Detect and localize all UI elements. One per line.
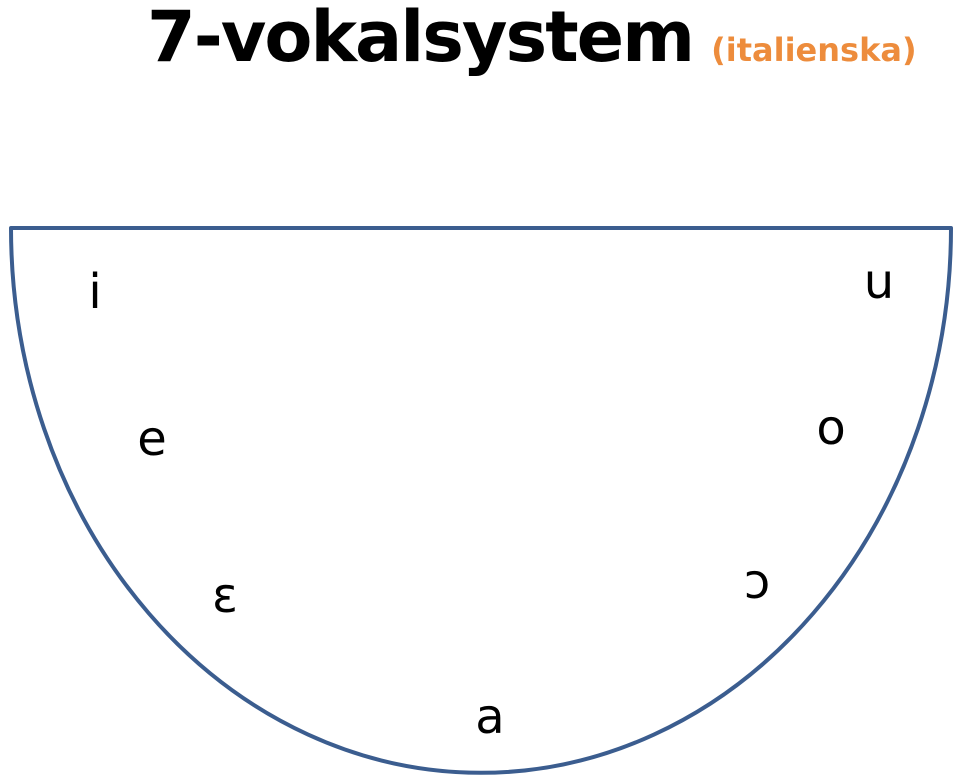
page-title: 7-vokalsystem [147,0,695,78]
vowel-u: u [864,254,894,310]
vowel-i: i [88,264,101,320]
vowel-a: a [475,689,504,745]
vowel-o: o [816,400,845,456]
page-subtitle: (italienska) [711,31,917,69]
vowel-open-o: ɔ [744,554,770,610]
title-row: 7-vokalsystem (italienska) [147,0,917,78]
vowel-epsilon: ɛ [212,568,238,624]
vowel-e: e [137,411,167,467]
semicircle-outline [9,226,953,775]
